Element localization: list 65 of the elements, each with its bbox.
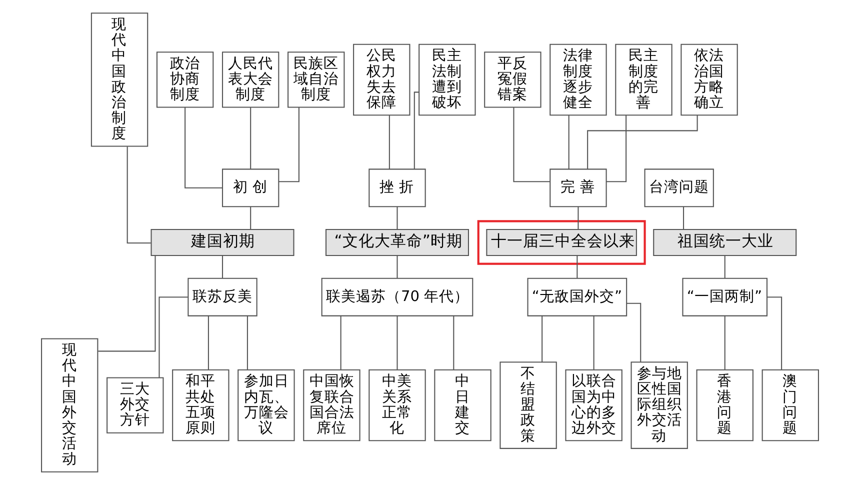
node-box: 完 善 (550, 168, 607, 207)
connector (184, 106, 222, 188)
connector (208, 315, 209, 370)
node-box: 现代中国外交活动 (41, 338, 98, 472)
connector (250, 106, 252, 168)
connector (396, 255, 398, 278)
node-box: 公民权力失去保障 (353, 43, 410, 116)
connector (724, 315, 726, 370)
connector (576, 255, 578, 278)
node-box: 民主制度的完善 (615, 43, 672, 116)
connector (767, 296, 782, 370)
node-box: 参加日内瓦、万隆会议 (238, 368, 295, 441)
connector (593, 315, 594, 370)
node-box: 民主法制遭到破坏 (418, 43, 476, 116)
connector (98, 255, 156, 352)
node-box: 建国初期 (150, 228, 294, 256)
connector (396, 315, 398, 370)
node-box: 联美遏苏（70 年代） (321, 277, 474, 316)
node-box: 和平共处五项原则 (172, 368, 230, 441)
node-box: 香港问题 (696, 368, 754, 441)
node-box: 中国恢复联合国合法席位 (303, 368, 360, 441)
node-box: 中美关系正常化 (368, 368, 426, 441)
connector (542, 315, 543, 362)
node-box: 参与地区性国际组织外交活动 (630, 361, 688, 448)
node-box: 平反冤假错案 (484, 51, 542, 108)
node-box: 民族区域自治制度 (288, 51, 345, 108)
connector (606, 114, 627, 182)
connector (396, 206, 398, 229)
node-box: 现代中国政治制度 (90, 12, 148, 146)
connector (158, 296, 188, 378)
connector (626, 302, 642, 362)
connector (278, 106, 300, 182)
node-box: 依法治国方略确立 (680, 43, 738, 116)
node-box: “无敌国外交” (527, 277, 628, 316)
connector (222, 255, 224, 278)
node-box: 祖国统一大业 (653, 228, 797, 256)
node-box: 政治协商制度 (156, 51, 214, 108)
node-box: 以联合国为中心的多边外交 (565, 368, 622, 441)
connector (724, 255, 726, 278)
node-box: 人民代表大会制度 (222, 51, 280, 108)
connector (453, 315, 454, 370)
connector (388, 114, 390, 169)
node-box: 挫 折 (368, 168, 426, 207)
node-box: “一国两制” (682, 277, 768, 316)
connector (587, 114, 698, 169)
cluster (477, 220, 646, 264)
connector (246, 315, 248, 370)
node-box: 澳门问题 (762, 368, 819, 441)
node-box: “文化大革命”时期 (325, 228, 469, 256)
connector (568, 114, 570, 169)
connector (683, 206, 684, 229)
node-box: 中日建交 (434, 368, 492, 441)
connector (513, 106, 550, 182)
connector (340, 315, 342, 370)
node-box: 三大外交方针 (106, 376, 164, 433)
node-box: 初 创 (222, 168, 280, 207)
connector (414, 91, 419, 168)
node-box: 十一届三中全会以来 (486, 228, 637, 256)
connector (578, 206, 579, 229)
node-box: 不结盟政策 (500, 361, 557, 448)
connector (126, 146, 151, 244)
node-box: 台湾问题 (644, 168, 714, 207)
connector (250, 206, 252, 229)
node-box: 法律制度逐步健全 (550, 43, 607, 116)
node-box: 联苏反美 (188, 277, 258, 316)
